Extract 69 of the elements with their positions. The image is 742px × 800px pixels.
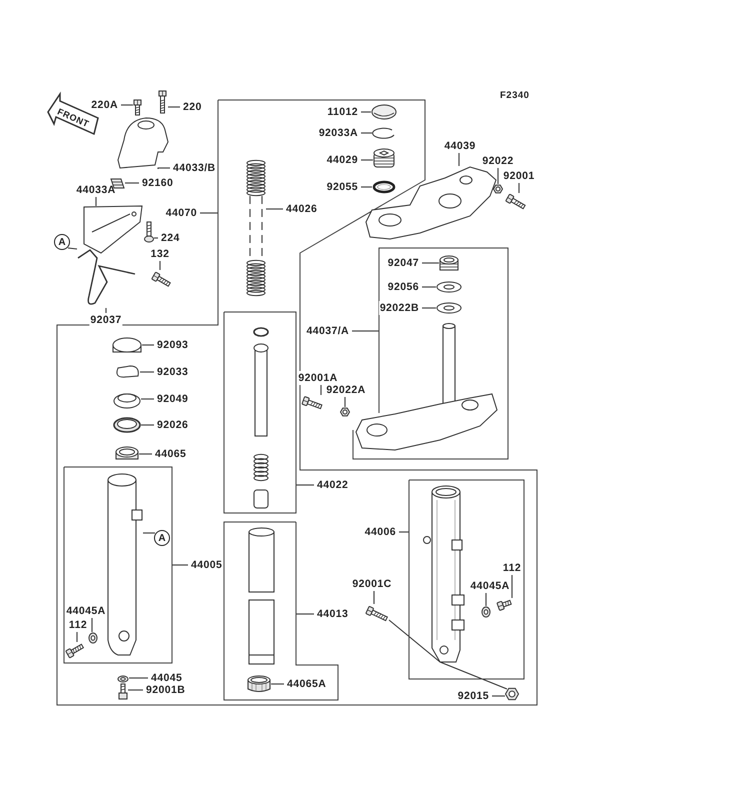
assembly-outline [408, 479, 525, 680]
bolt-drawing [505, 193, 527, 212]
plug-drawing [373, 148, 395, 168]
leader-line [168, 106, 180, 108]
leader-line [422, 262, 440, 264]
bushing-drawing [247, 675, 271, 692]
handlebar-holder-drawing [117, 117, 169, 169]
leader-line [68, 248, 78, 250]
fork-outer-tube-drawing [423, 485, 465, 663]
leader-line [140, 424, 154, 426]
cap-drawing [371, 104, 397, 120]
leader-line [124, 182, 140, 184]
washer-drawing [113, 417, 141, 433]
bolt-drawing [144, 221, 154, 243]
fork-outer-tube-drawing [107, 473, 143, 656]
leader-line [360, 186, 372, 188]
figure-code: F2340 [500, 90, 530, 101]
leader-line [158, 168, 170, 170]
seal-drawing [436, 281, 462, 293]
leader-line [458, 152, 460, 166]
leader-line [142, 344, 154, 346]
leader-line [440, 662, 508, 690]
oil-seal-drawing [113, 393, 141, 409]
leader-line [296, 484, 314, 486]
leader-line [172, 564, 188, 566]
reference-mark: A [54, 234, 70, 250]
leader-line [388, 620, 440, 662]
leader-line [360, 132, 372, 134]
bolt-drawing [302, 395, 324, 411]
washer-drawing [88, 632, 98, 644]
leader-line [518, 182, 520, 194]
bolt-drawing [497, 598, 512, 610]
part-number: 92037 [89, 313, 123, 327]
bolt-drawing [133, 99, 142, 116]
assembly-outline [223, 311, 297, 514]
nut-drawing [505, 687, 519, 701]
seal-drawing [436, 302, 462, 314]
leader-line [344, 396, 346, 408]
bolt-drawing [118, 683, 128, 700]
leader-line [422, 286, 436, 288]
leader-line [142, 532, 156, 534]
leader-line [140, 398, 154, 400]
nut-drawing [340, 407, 350, 417]
part-number: 92022B [378, 301, 420, 315]
bolt-drawing [366, 604, 390, 624]
plate-drawing [83, 206, 143, 254]
nut-drawing [493, 184, 503, 194]
part-number: 92001A [297, 371, 339, 385]
spring-drawing [246, 159, 266, 296]
leader-line [266, 208, 284, 210]
leader-line [320, 384, 322, 396]
bolt-drawing [150, 270, 172, 290]
leader-line [200, 212, 218, 214]
bushing-drawing [115, 446, 139, 460]
washer-drawing [481, 606, 491, 618]
leader-line [120, 104, 134, 106]
circlip-drawing [372, 127, 396, 139]
o-ring-drawing [372, 180, 396, 194]
washer-drawing [117, 675, 129, 683]
leader-line [352, 330, 380, 332]
upper-triple-clamp-drawing [365, 166, 497, 240]
dust-seal-drawing [112, 337, 142, 353]
assembly-outline [63, 466, 173, 664]
leader-line [76, 632, 78, 642]
bolt-drawing [157, 90, 168, 114]
circlip-drawing [114, 365, 140, 378]
reference-mark: A [154, 530, 170, 546]
bolt-drawing [66, 642, 85, 658]
bearing-drawing [439, 255, 459, 271]
